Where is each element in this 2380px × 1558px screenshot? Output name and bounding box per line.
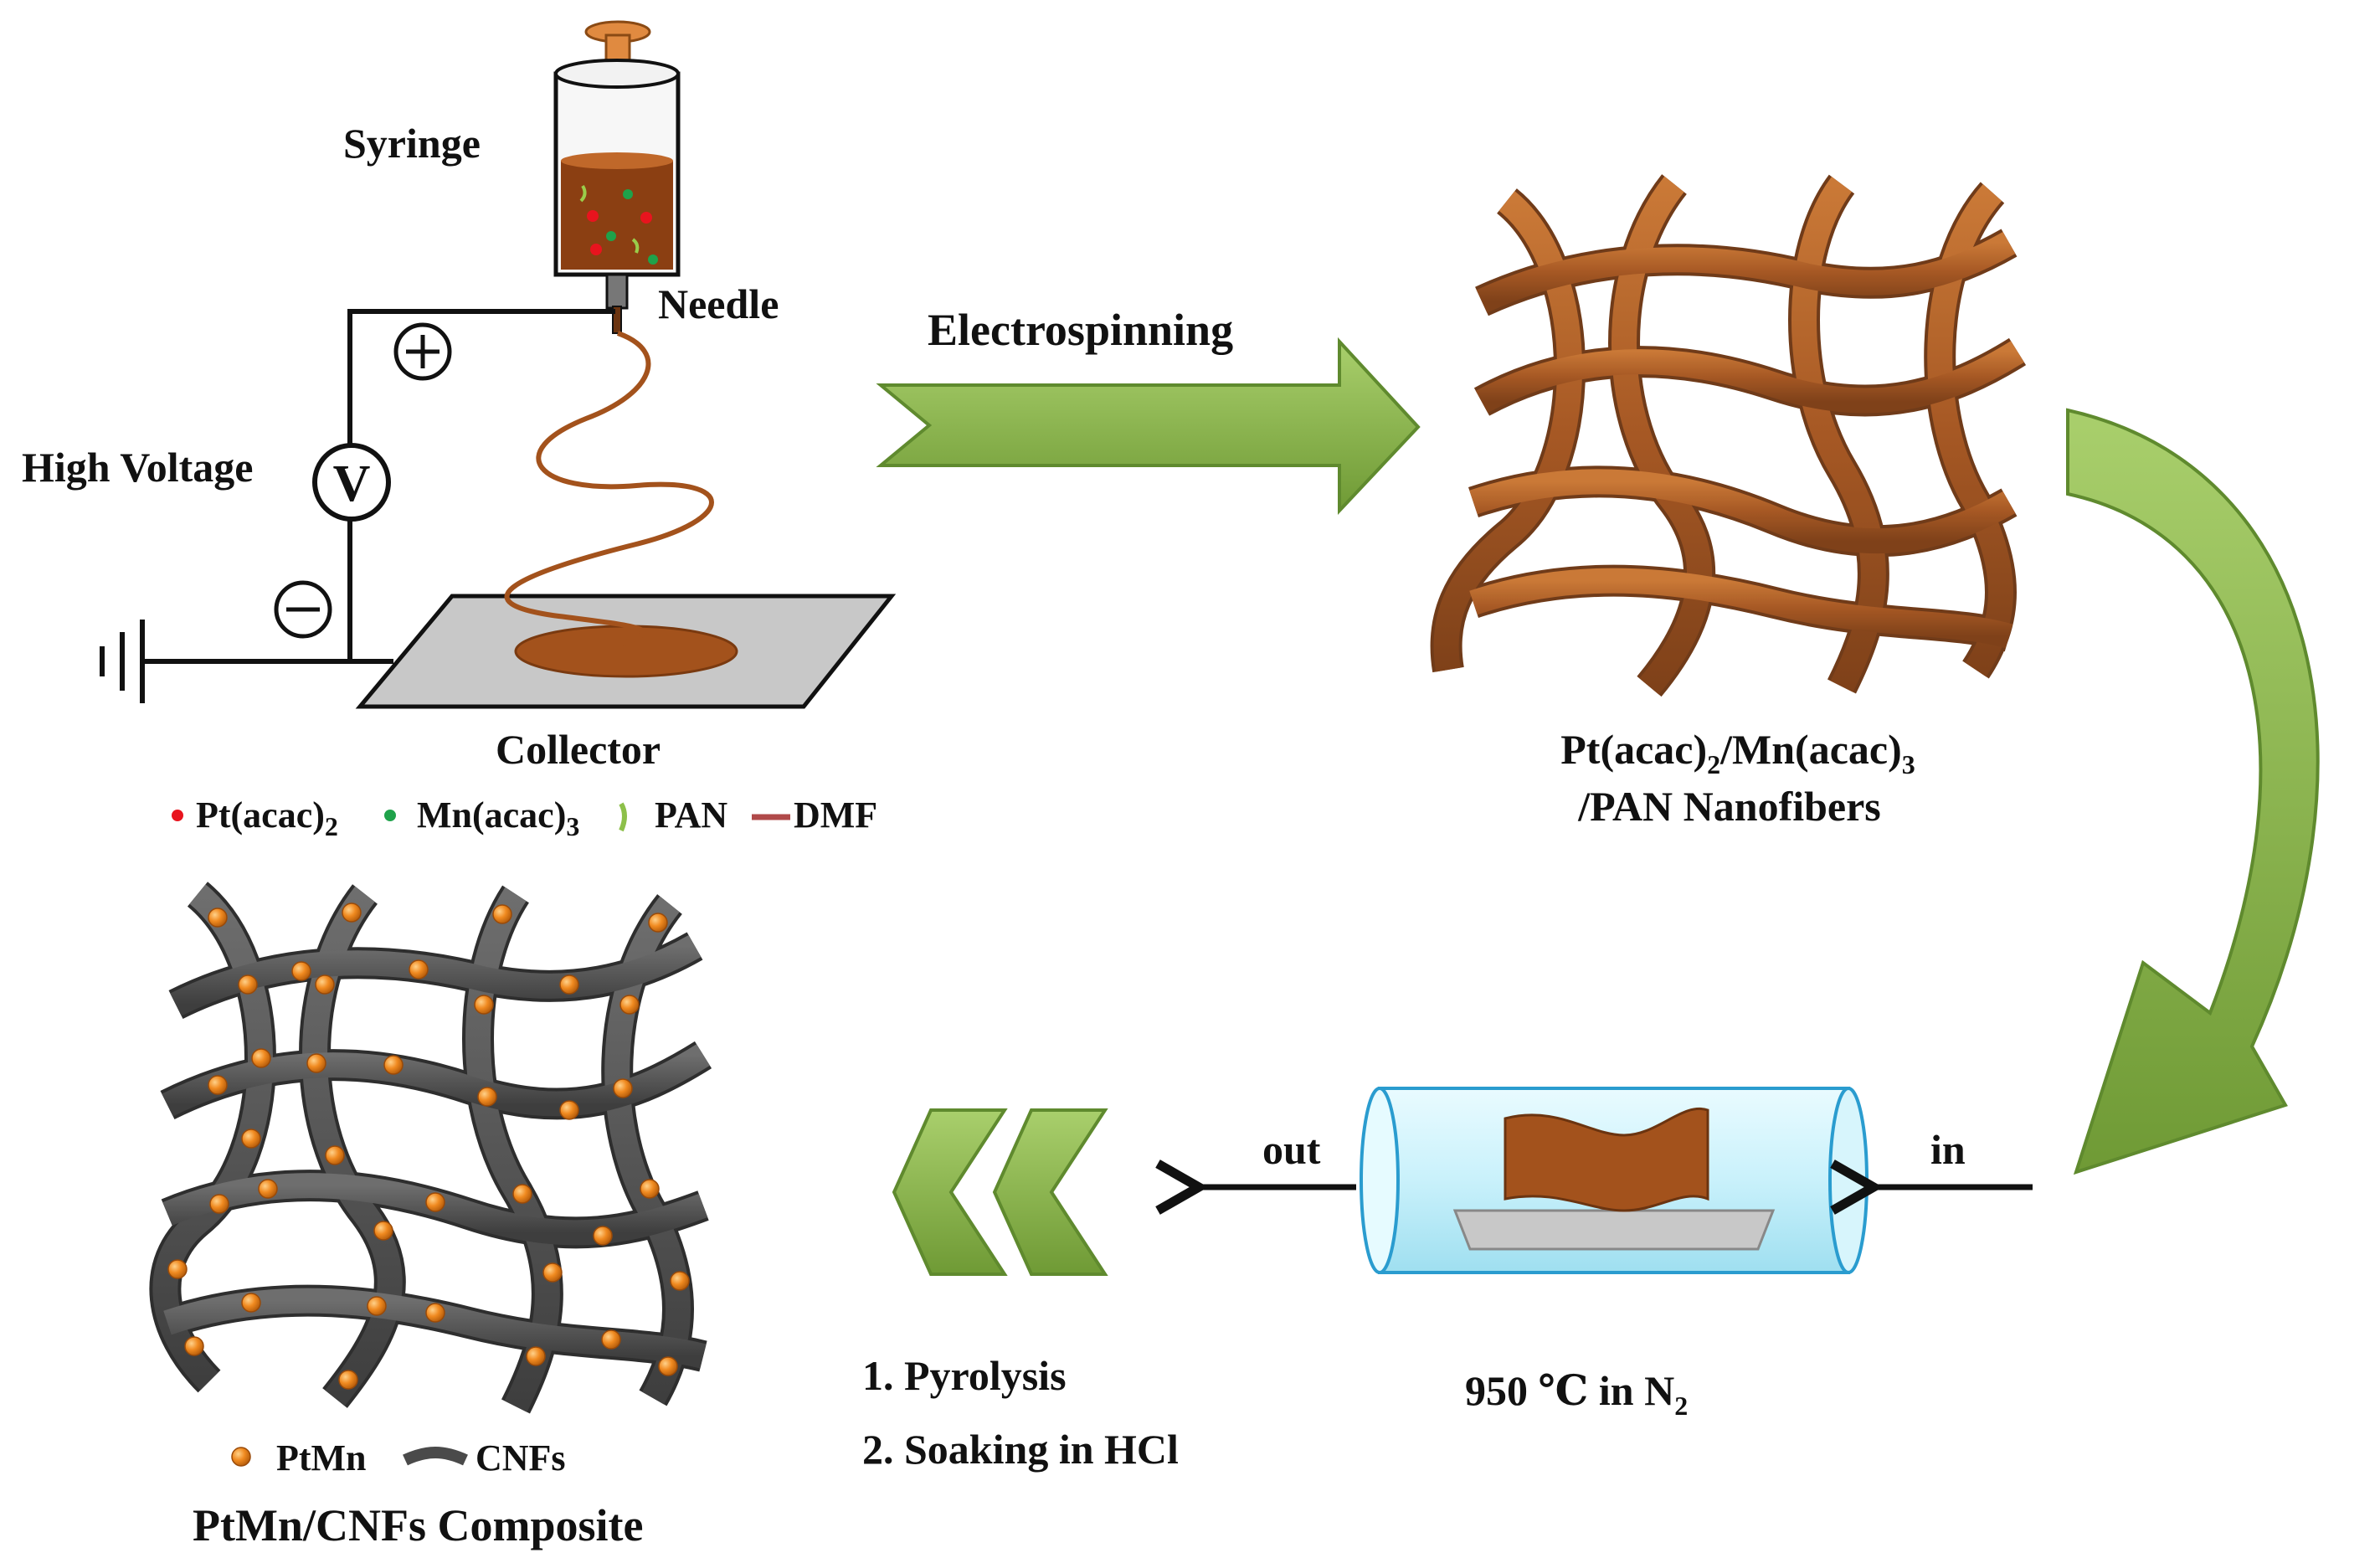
electrospinning-setup: Syringe Needle V High Voltage [22,20,897,773]
ptmn-legend-label: PtMn [276,1437,367,1478]
tube-furnace [1360,1087,1869,1274]
plus-terminal-icon [393,322,452,381]
legend-precursors: Pt(acac)2 Mn(acac)3 PAN DMF [172,794,877,841]
nanofibers-label-line2: /PAN Nanofibers [1577,783,1881,830]
high-voltage-label: High Voltage [22,444,253,491]
sample-icon [1504,1107,1709,1212]
dmf-legend-label: DMF [794,794,877,836]
mn-legend-label: Mn(acac)3 [417,794,579,841]
furnace-condition-label: 950 ℃ in N2 [1465,1367,1688,1421]
ptmn-particles [167,902,690,1390]
fiber-jet [504,331,714,647]
electrospinning-arrow [876,337,1421,516]
collector-plate [355,594,897,709]
syringe-icon [553,20,681,334]
ground-icon [100,620,145,703]
pt-legend-label: Pt(acac)2 [196,794,338,841]
collector-label: Collector [496,726,661,773]
pt-legend-marker [172,810,183,821]
cnfs-legend-label: CNFs [475,1437,566,1478]
sample-boat [1452,1209,1776,1251]
electrospinning-label: Electrospinning [928,305,1233,355]
nanofibers-label-line1: Pt(acac)2/Mn(acac)3 [1560,726,1915,779]
in-label: in [1930,1126,1966,1173]
curved-transfer-arrow [2066,408,2320,1175]
nanofiber-mesh [1430,174,2027,697]
cnf-legend-marker [403,1447,468,1466]
voltmeter-icon: V [312,443,391,522]
minus-terminal-icon [274,580,332,639]
step-2-label: 2. Soaking in HCl [862,1426,1179,1473]
out-label: out [1262,1126,1321,1173]
syringe-label: Syringe [343,120,481,167]
needle-label: Needle [658,280,779,327]
step-1-label: 1. Pyrolysis [862,1352,1067,1399]
double-chevron-arrow [892,1108,1108,1276]
mn-legend-marker [384,810,396,821]
composite-legend: PtMn CNFs [231,1437,566,1478]
cnf-mesh [149,882,712,1414]
negative-wire [347,512,393,664]
svg-text:V: V [333,455,371,512]
pan-legend-marker [619,802,627,832]
ptmn-legend-marker [231,1447,251,1467]
positive-wire [347,309,615,452]
composite-title: PtMn/CNFs Composite [193,1500,643,1550]
pan-legend-label: PAN [655,794,727,836]
